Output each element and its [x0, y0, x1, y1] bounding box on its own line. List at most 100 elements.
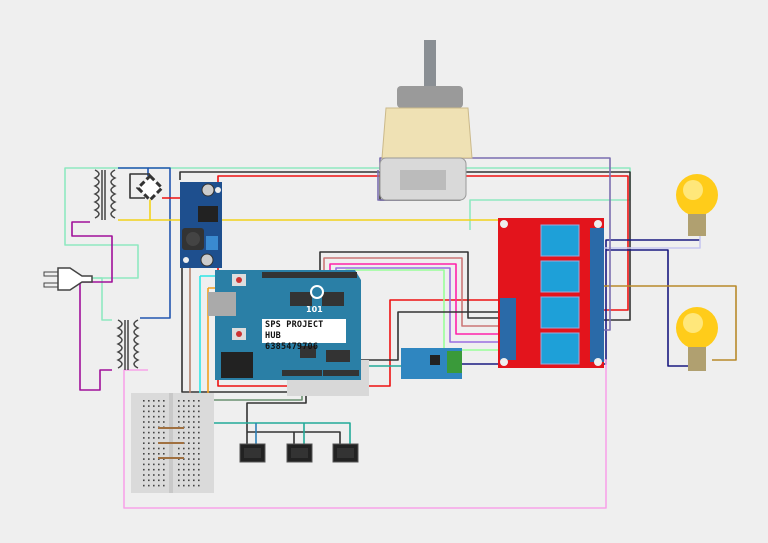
- breadboard-hole: [148, 484, 150, 487]
- breadboard-hole: [198, 410, 200, 413]
- breadboard-hole: [198, 474, 200, 476]
- breadboard-hole: [163, 458, 165, 460]
- breadboard-hole: [183, 458, 185, 460]
- breadboard-hole: [158, 484, 160, 487]
- relay-board: [498, 218, 604, 368]
- breadboard-hole: [188, 474, 190, 476]
- breadboard-hole: [153, 447, 155, 450]
- bridge-rectifier: [135, 173, 165, 203]
- breadboard-hole: [193, 484, 195, 487]
- ac-plug: [43, 267, 93, 291]
- transformer-bottom: [116, 319, 140, 370]
- breadboard-hole: [153, 431, 155, 434]
- breadboard-hole: [178, 474, 180, 476]
- breadboard-hole: [143, 431, 145, 434]
- breadboard-hole: [148, 447, 150, 450]
- breadboard-hole: [193, 458, 195, 460]
- breadboard-hole: [183, 479, 185, 482]
- light-bulb-2: [676, 307, 718, 371]
- breadboard-hole: [178, 484, 180, 487]
- rocker-switch-3[interactable]: [332, 443, 359, 463]
- breadboard-hole: [183, 405, 185, 407]
- breadboard: [131, 393, 214, 493]
- breadboard-hole: [198, 463, 200, 466]
- breadboard-hole: [158, 410, 160, 413]
- arduino-project-label: SPS PROJECT HUB 6385479706: [262, 319, 346, 352]
- breadboard-hole: [188, 458, 190, 460]
- breadboard-hole: [178, 458, 180, 460]
- breadboard-hole: [153, 479, 155, 482]
- breadboard-hole: [178, 463, 180, 466]
- breadboard-hole: [158, 474, 160, 476]
- breadboard-hole: [163, 463, 165, 466]
- breadboard-hole: [148, 415, 150, 418]
- rocker-switch-1[interactable]: [239, 443, 266, 463]
- breadboard-hole: [178, 468, 180, 471]
- breadboard-hole: [148, 426, 150, 429]
- breadboard-hole: [198, 431, 200, 434]
- breadboard-hole: [178, 405, 180, 407]
- breadboard-hole: [153, 484, 155, 487]
- breadboard-hole: [178, 437, 180, 439]
- rocker-switch-2[interactable]: [286, 443, 313, 463]
- breadboard-hole: [178, 447, 180, 450]
- breadboard-hole: [143, 410, 145, 413]
- breadboard-hole: [148, 442, 150, 444]
- breadboard-hole: [188, 431, 190, 434]
- breadboard-hole: [188, 405, 190, 407]
- breadboard-hole: [188, 415, 190, 418]
- breadboard-hole: [158, 453, 160, 455]
- breadboard-hole: [158, 479, 160, 482]
- breadboard-hole: [183, 463, 185, 466]
- breadboard-hole: [148, 405, 150, 407]
- breadboard-hole: [153, 405, 155, 407]
- breadboard-hole: [178, 453, 180, 455]
- breadboard-hole: [143, 437, 145, 439]
- breadboard-hole: [183, 447, 185, 450]
- breadboard-hole: [193, 415, 195, 418]
- breadboard-hole: [198, 484, 200, 487]
- breadboard-hole: [163, 479, 165, 482]
- breadboard-hole: [193, 442, 195, 444]
- breadboard-hole: [188, 453, 190, 455]
- breadboard-hole: [143, 468, 145, 471]
- breadboard-hole: [188, 426, 190, 429]
- breadboard-hole: [198, 415, 200, 418]
- breadboard-hole: [193, 474, 195, 476]
- breadboard-hole: [158, 400, 160, 402]
- breadboard-hole: [153, 437, 155, 439]
- breadboard-hole: [198, 400, 200, 402]
- breadboard-hole: [153, 442, 155, 444]
- breadboard-hole: [143, 405, 145, 407]
- breadboard-hole: [183, 468, 185, 471]
- breadboard-hole: [183, 410, 185, 413]
- breadboard-hole: [163, 405, 165, 407]
- breadboard-hole: [163, 437, 165, 439]
- breadboard-hole: [158, 405, 160, 407]
- breadboard-hole: [193, 453, 195, 455]
- breadboard-hole: [153, 426, 155, 429]
- arduino-model-label: 101: [306, 305, 323, 314]
- breadboard-hole: [178, 410, 180, 413]
- breadboard-hole: [143, 463, 145, 466]
- breadboard-hole: [163, 431, 165, 434]
- breadboard-hole: [148, 468, 150, 471]
- breadboard-hole: [198, 479, 200, 482]
- breadboard-hole: [153, 421, 155, 423]
- breadboard-hole: [143, 479, 145, 482]
- breadboard-hole: [158, 458, 160, 460]
- breadboard-hole: [143, 421, 145, 423]
- breadboard-hole: [193, 447, 195, 450]
- breadboard-hole: [158, 431, 160, 434]
- breadboard-hole: [193, 437, 195, 439]
- breadboard-hole: [143, 426, 145, 429]
- breadboard-hole: [198, 453, 200, 455]
- breadboard-hole: [193, 426, 195, 429]
- breadboard-hole: [178, 479, 180, 482]
- breadboard-hole: [158, 463, 160, 466]
- breadboard-hole: [198, 426, 200, 429]
- breadboard-hole: [148, 458, 150, 460]
- transformer-top: [93, 169, 117, 220]
- breadboard-hole: [158, 415, 160, 418]
